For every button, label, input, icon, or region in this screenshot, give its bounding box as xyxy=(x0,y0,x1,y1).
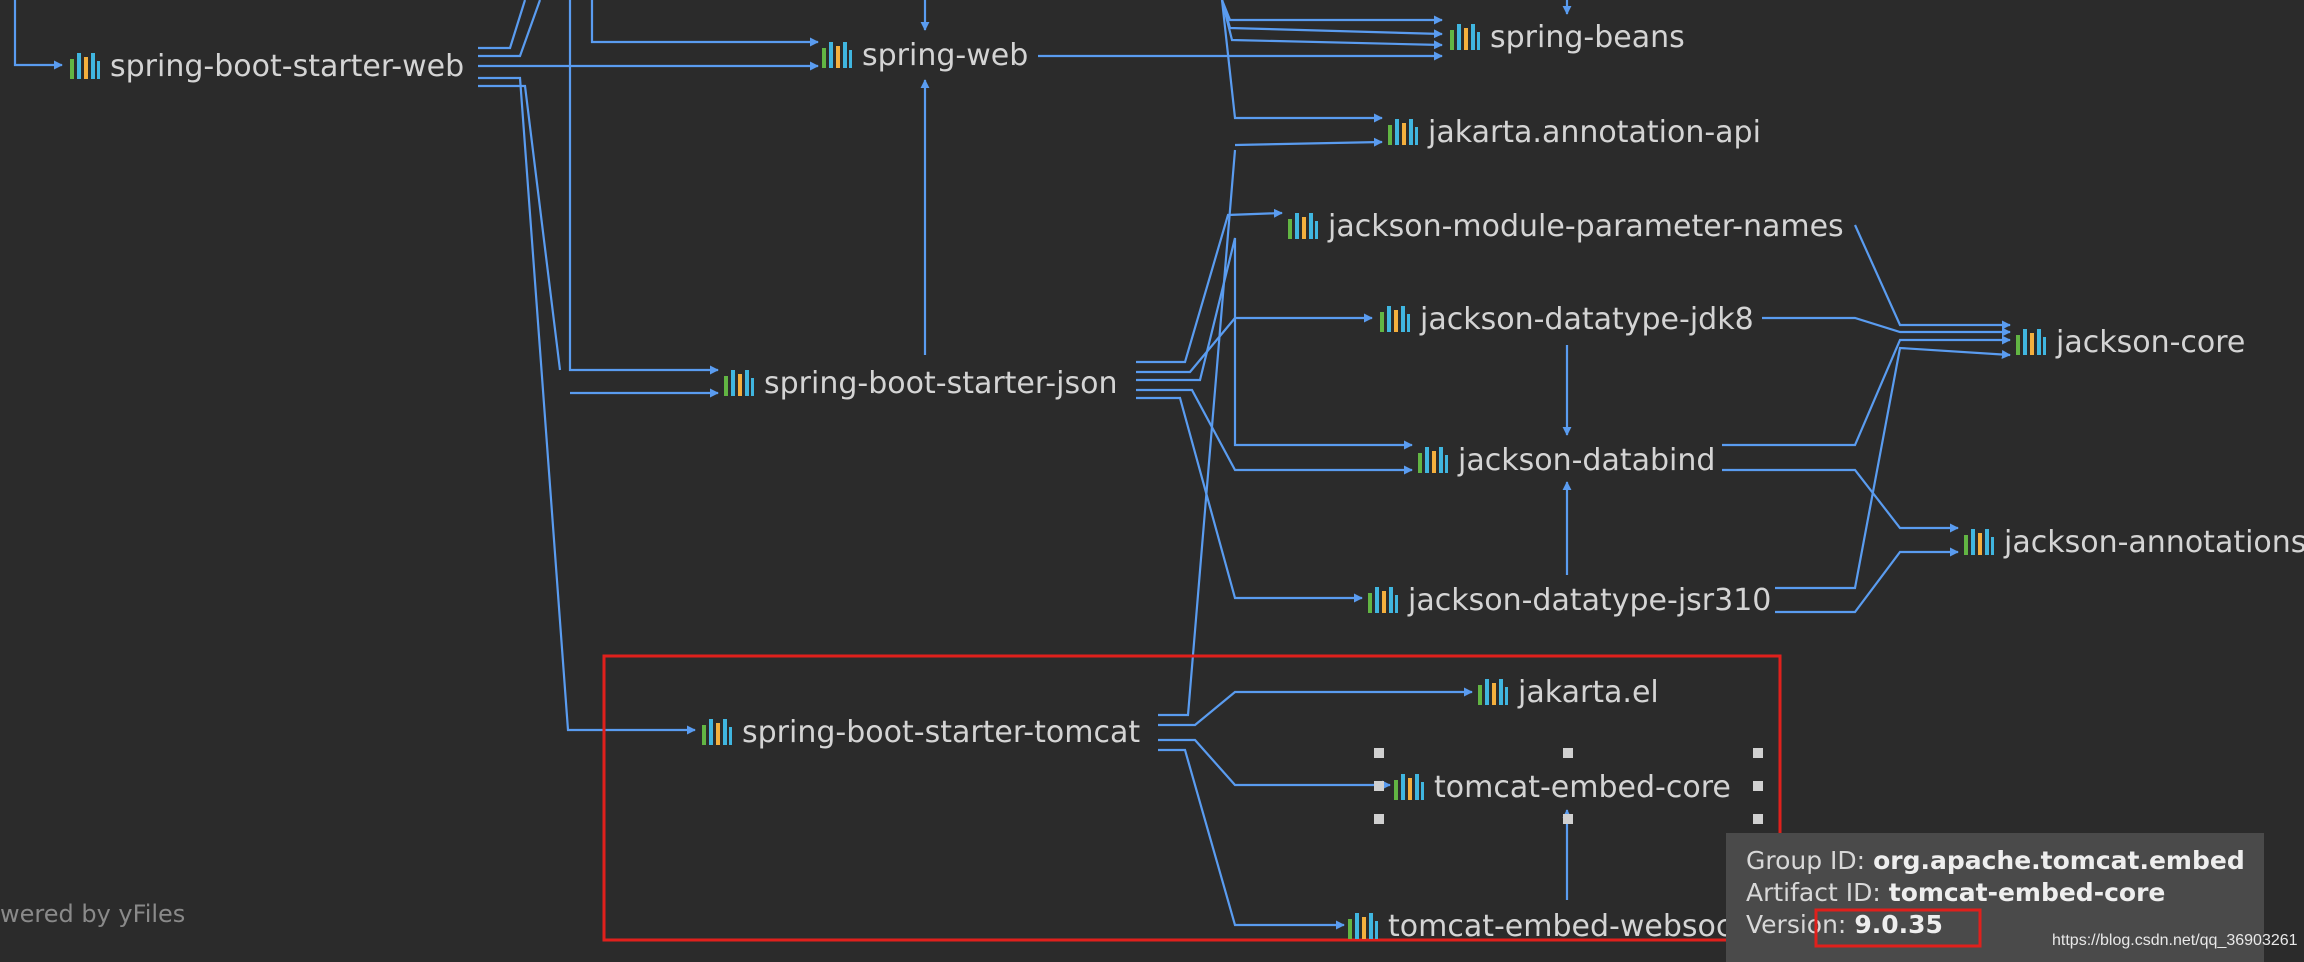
node-label: spring-boot-starter-json xyxy=(764,365,1118,401)
selection-handle[interactable] xyxy=(1753,781,1763,791)
node-label: jackson-datatype-jdk8 xyxy=(1420,301,1754,337)
maven-library-icon xyxy=(1964,529,1994,555)
node-info-tooltip: Group ID: org.apache.tomcat.embed Artifa… xyxy=(1726,833,2264,962)
node-spring-boot-starter-web[interactable]: spring-boot-starter-web xyxy=(68,46,464,86)
tooltip-version-value: 9.0.35 xyxy=(1854,910,1943,939)
tooltip-group-row: Group ID: org.apache.tomcat.embed xyxy=(1746,845,2264,877)
node-label: jackson-datatype-jsr310 xyxy=(1408,582,1772,618)
dependency-edges xyxy=(13,0,2011,930)
maven-library-icon xyxy=(702,719,732,745)
node-spring-boot-starter-tomcat[interactable]: spring-boot-starter-tomcat xyxy=(700,712,1140,752)
maven-library-icon xyxy=(1348,913,1378,939)
node-label: spring-boot-starter-web xyxy=(110,48,465,84)
maven-library-icon xyxy=(70,53,100,79)
node-spring-boot-starter-json[interactable]: spring-boot-starter-json xyxy=(722,363,1117,403)
maven-library-icon xyxy=(822,42,852,68)
selection-handle[interactable] xyxy=(1374,748,1384,758)
node-jackson-core[interactable]: jackson-core xyxy=(2014,322,2245,362)
selection-handle[interactable] xyxy=(1374,781,1384,791)
node-label: spring-boot-starter-tomcat xyxy=(742,714,1141,750)
selection-handle[interactable] xyxy=(1563,748,1573,758)
selection-handle[interactable] xyxy=(1563,814,1573,824)
maven-library-icon xyxy=(1388,119,1418,145)
maven-library-icon xyxy=(1394,774,1424,800)
maven-library-icon xyxy=(1450,24,1480,50)
node-jakarta-annotation-api[interactable]: jakarta.annotation-api xyxy=(1386,112,1761,152)
node-label: jackson-module-parameter-names xyxy=(1328,208,1844,244)
node-label: jackson-annotations xyxy=(2004,524,2304,560)
node-tomcat-embed-core[interactable]: tomcat-embed-core xyxy=(1392,767,1731,807)
yfiles-watermark: wered by yFiles xyxy=(0,900,186,928)
tooltip-artifact-label: Artifact ID: xyxy=(1746,878,1881,907)
node-label: spring-beans xyxy=(1490,19,1685,55)
maven-library-icon xyxy=(1368,587,1398,613)
maven-library-icon xyxy=(1418,447,1448,473)
selection-handle[interactable] xyxy=(1753,814,1763,824)
node-jackson-databind[interactable]: jackson-databind xyxy=(1416,440,1715,480)
selection-handle[interactable] xyxy=(1753,748,1763,758)
selection-handle[interactable] xyxy=(1374,814,1384,824)
node-jackson-datatype-jsr310[interactable]: jackson-datatype-jsr310 xyxy=(1366,580,1771,620)
tooltip-artifact-value: tomcat-embed-core xyxy=(1888,878,2166,907)
tooltip-version-label: Version: xyxy=(1746,910,1847,939)
node-tomcat-embed-websocket[interactable]: tomcat-embed-websoc xyxy=(1346,906,1732,946)
node-jackson-datatype-jdk8[interactable]: jackson-datatype-jdk8 xyxy=(1378,299,1754,339)
node-label: jackson-core xyxy=(2056,324,2246,360)
tooltip-artifact-row: Artifact ID: tomcat-embed-core xyxy=(1746,877,2264,909)
node-label: tomcat-embed-core xyxy=(1434,769,1731,805)
node-spring-web[interactable]: spring-web xyxy=(820,35,1028,75)
maven-library-icon xyxy=(1380,306,1410,332)
tooltip-group-value: org.apache.tomcat.embed xyxy=(1873,846,2245,875)
highlight-box-tomcat xyxy=(602,654,1782,942)
node-label: jakarta.annotation-api xyxy=(1428,114,1761,150)
node-label: spring-web xyxy=(862,37,1029,73)
node-jakarta-el[interactable]: jakarta.el xyxy=(1476,672,1659,712)
tooltip-group-label: Group ID: xyxy=(1746,846,1866,875)
node-spring-beans[interactable]: spring-beans xyxy=(1448,17,1685,57)
csdn-watermark: https://blog.csdn.net/qq_36903261 xyxy=(2052,932,2298,949)
maven-library-icon xyxy=(2016,329,2046,355)
maven-library-icon xyxy=(1288,213,1318,239)
node-label: tomcat-embed-websoc xyxy=(1388,908,1733,944)
node-jackson-annotations[interactable]: jackson-annotations xyxy=(1962,522,2304,562)
node-label: jackson-databind xyxy=(1458,442,1716,478)
maven-library-icon xyxy=(1478,679,1508,705)
maven-library-icon xyxy=(724,370,754,396)
node-jackson-module-parameter-names[interactable]: jackson-module-parameter-names xyxy=(1286,206,1844,246)
node-label: jakarta.el xyxy=(1518,674,1659,710)
